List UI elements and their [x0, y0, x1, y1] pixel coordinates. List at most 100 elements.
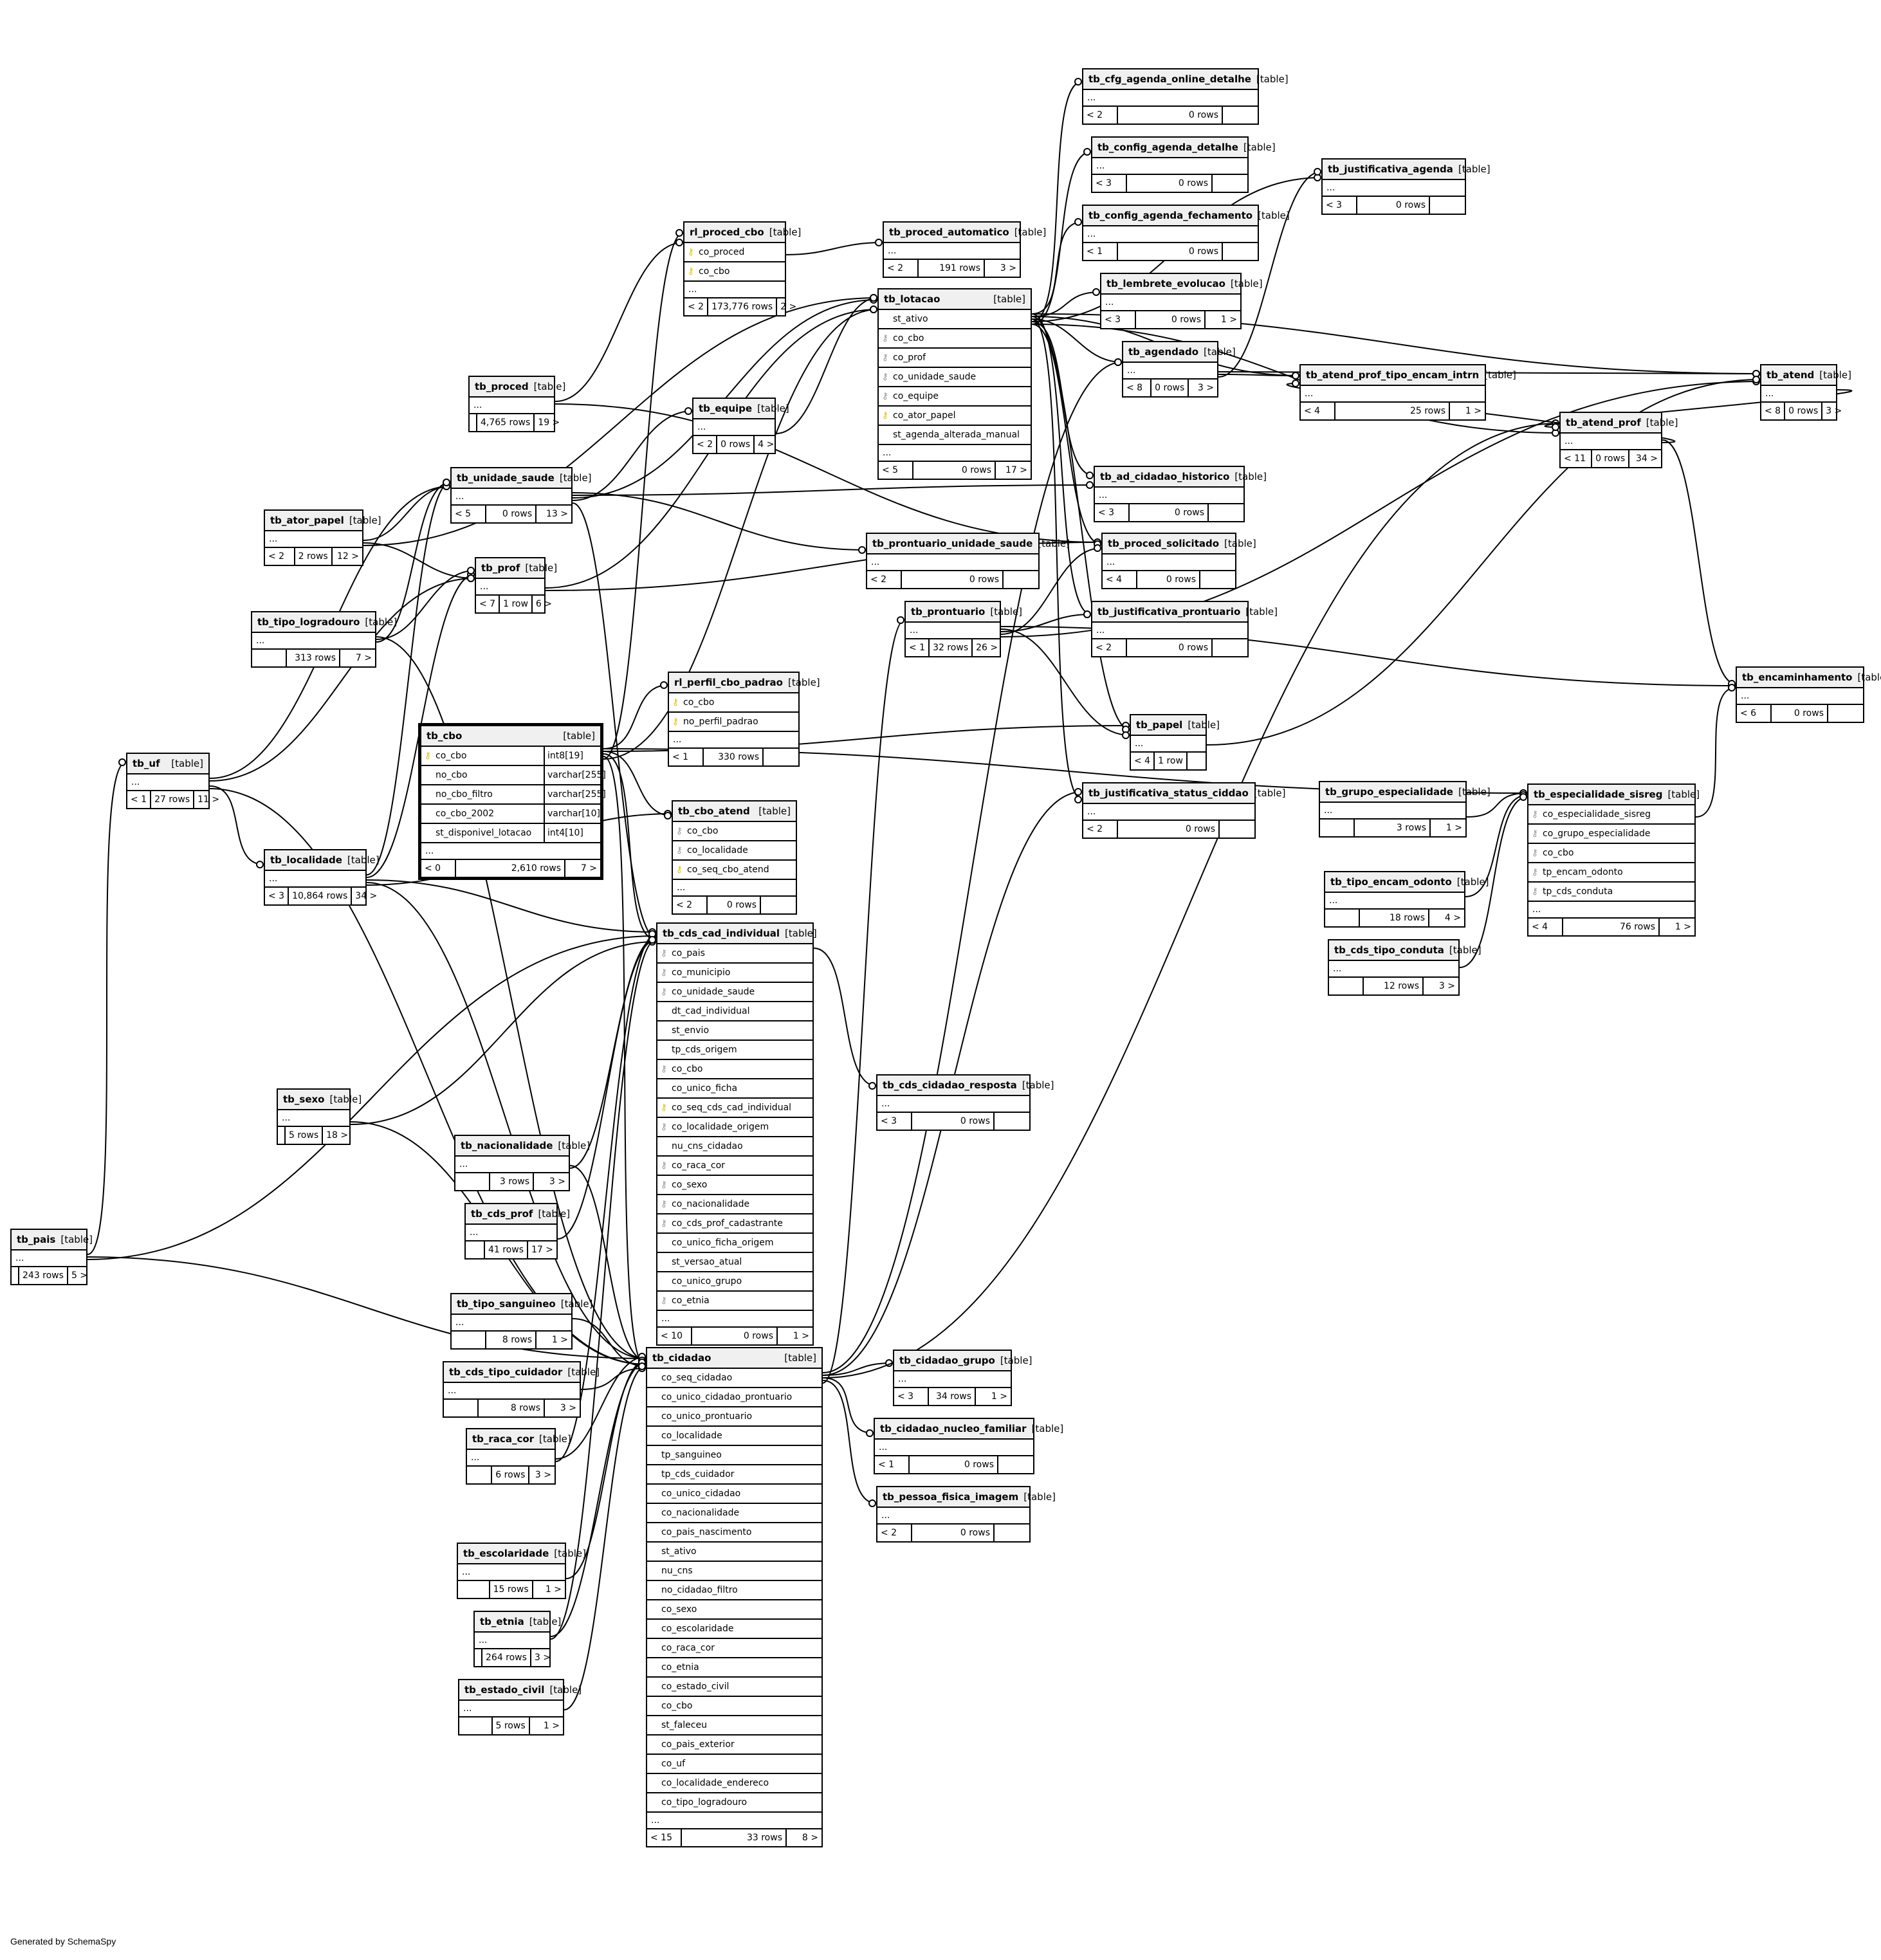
- child-count[interactable]: [764, 749, 798, 765]
- child-count[interactable]: 12 >: [337, 551, 359, 562]
- parent-count[interactable]: [278, 1127, 286, 1144]
- parent-count[interactable]: < 2: [884, 260, 919, 277]
- column-row[interactable]: co_unico_ficha: [657, 1079, 812, 1099]
- table-name[interactable]: tb_cds_tipo_cuidador: [449, 1366, 563, 1378]
- child-count[interactable]: 1 >: [1220, 315, 1237, 325]
- column-row[interactable]: tp_cds_cuidador: [647, 1465, 821, 1485]
- child-count[interactable]: [1828, 705, 1863, 722]
- table-name[interactable]: tb_config_agenda_detalhe: [1097, 142, 1238, 153]
- child-count[interactable]: [1220, 821, 1254, 838]
- table-name[interactable]: rl_perfil_cbo_padrao: [674, 677, 783, 688]
- column-row[interactable]: co_etnia: [647, 1658, 821, 1678]
- column-row[interactable]: co_unico_cidadao: [647, 1485, 821, 1504]
- parent-count[interactable]: < 1: [875, 1456, 910, 1473]
- parent-count[interactable]: [467, 1467, 493, 1483]
- column-row[interactable]: co_localidade: [647, 1427, 821, 1446]
- child-count[interactable]: 3 >: [1438, 981, 1455, 991]
- child-count[interactable]: 1 >: [1465, 406, 1482, 416]
- table-header[interactable]: tb_uf[table]: [127, 754, 208, 774]
- table-tb-atend-prof-tipo-encam-intrn[interactable]: tb_atend_prof_tipo_encam_intrn[table]...…: [1299, 364, 1516, 421]
- table-header[interactable]: tb_raca_cor[table]: [467, 1429, 571, 1450]
- column-row[interactable]: st_faleceu: [647, 1716, 821, 1736]
- table-tb-justificativa-prontuario[interactable]: tb_justificativa_prontuario[table]...< 2…: [1091, 601, 1278, 657]
- column-row[interactable]: ⚷tp_cds_conduta: [1528, 883, 1694, 902]
- parent-count[interactable]: < 2: [1092, 639, 1127, 656]
- table-tb-prontuario-unidade-saude[interactable]: tb_prontuario_unidade_saude[table]...< 2…: [866, 533, 1070, 589]
- parent-count[interactable]: < 4: [1301, 403, 1335, 419]
- table-header[interactable]: tb_ator_papel[table]: [265, 511, 381, 531]
- parent-count[interactable]: < 3: [1092, 175, 1127, 192]
- child-count[interactable]: 17 >: [531, 1245, 553, 1255]
- column-row[interactable]: co_unico_cidadao_prontuario: [647, 1388, 821, 1407]
- parent-count[interactable]: [459, 1717, 493, 1734]
- child-count[interactable]: 4 >: [1444, 913, 1461, 923]
- table-tb-cfg-agenda-online-detalhe[interactable]: tb_cfg_agenda_online_detalhe[table]...< …: [1082, 68, 1289, 125]
- parent-count[interactable]: [452, 1332, 486, 1348]
- table-header[interactable]: rl_perfil_cbo_padrao[table]: [669, 673, 820, 693]
- table-header[interactable]: tb_atend[table]: [1761, 365, 1851, 386]
- child-count[interactable]: 19 >: [538, 417, 560, 428]
- column-row[interactable]: co_tipo_logradouro: [647, 1793, 821, 1813]
- child-count[interactable]: 1 >: [991, 1391, 1007, 1402]
- table-name[interactable]: tb_atend: [1766, 369, 1815, 381]
- child-count[interactable]: 3 >: [1197, 383, 1214, 393]
- parent-count[interactable]: [1329, 978, 1364, 994]
- table-header[interactable]: tb_papel[table]: [1131, 715, 1220, 736]
- table-header[interactable]: tb_proced_solicitado[table]: [1103, 534, 1256, 554]
- table-header[interactable]: tb_agendado[table]: [1123, 342, 1236, 363]
- parent-count[interactable]: < 2: [693, 436, 718, 453]
- table-name[interactable]: tb_cidadao_grupo: [899, 1355, 995, 1366]
- parent-count[interactable]: < 7: [476, 596, 500, 612]
- child-count[interactable]: [1223, 243, 1258, 260]
- table-header[interactable]: tb_unidade_saude[table]: [452, 468, 592, 489]
- table-name[interactable]: tb_cbo_atend: [678, 805, 750, 817]
- table-header[interactable]: tb_tipo_logradouro[table]: [252, 612, 397, 633]
- table-header[interactable]: tb_cbo_atend[table]: [673, 801, 796, 822]
- table-name[interactable]: tb_pais: [17, 1234, 56, 1245]
- parent-count[interactable]: < 1: [127, 791, 152, 808]
- parent-count[interactable]: < 3: [265, 888, 289, 904]
- child-count[interactable]: [1430, 197, 1465, 214]
- table-header[interactable]: tb_cidadao_grupo[table]: [894, 1351, 1032, 1371]
- table-name[interactable]: tb_tipo_logradouro: [257, 616, 360, 628]
- parent-count[interactable]: < 4: [1103, 571, 1137, 588]
- table-header[interactable]: tb_justificativa_prontuario[table]: [1092, 602, 1278, 623]
- column-row[interactable]: co_unico_ficha_origem: [657, 1234, 812, 1253]
- column-row[interactable]: ⚷co_pais: [657, 944, 812, 964]
- table-name[interactable]: tb_justificativa_prontuario: [1097, 606, 1241, 618]
- table-header[interactable]: tb_escolaridade[table]: [458, 1544, 586, 1564]
- parent-count[interactable]: [1320, 820, 1355, 836]
- table-name[interactable]: tb_atend_prof: [1566, 417, 1641, 428]
- parent-count[interactable]: < 2: [867, 571, 902, 588]
- table-header[interactable]: tb_prontuario_unidade_saude[table]: [867, 534, 1070, 554]
- column-row[interactable]: ⚷co_localidade_origem: [657, 1118, 812, 1137]
- table-header[interactable]: tb_cds_tipo_conduta[table]: [1329, 940, 1482, 961]
- child-count[interactable]: 1 >: [545, 1584, 562, 1595]
- parent-count[interactable]: [1325, 910, 1360, 926]
- table-name[interactable]: tb_estado_civil: [464, 1684, 545, 1696]
- parent-count[interactable]: < 1: [1083, 243, 1118, 260]
- table-header[interactable]: tb_cds_prof[table]: [466, 1204, 570, 1225]
- table-name[interactable]: tb_especialidade_sisreg: [1534, 789, 1663, 800]
- table-name[interactable]: tb_config_agenda_fechamento: [1088, 210, 1253, 221]
- table-name[interactable]: tb_grupo_especialidade: [1325, 786, 1453, 798]
- parent-count[interactable]: < 4: [1528, 919, 1563, 935]
- child-count[interactable]: 26 >: [976, 643, 998, 653]
- column-row[interactable]: ⚷co_cbo: [1528, 844, 1694, 863]
